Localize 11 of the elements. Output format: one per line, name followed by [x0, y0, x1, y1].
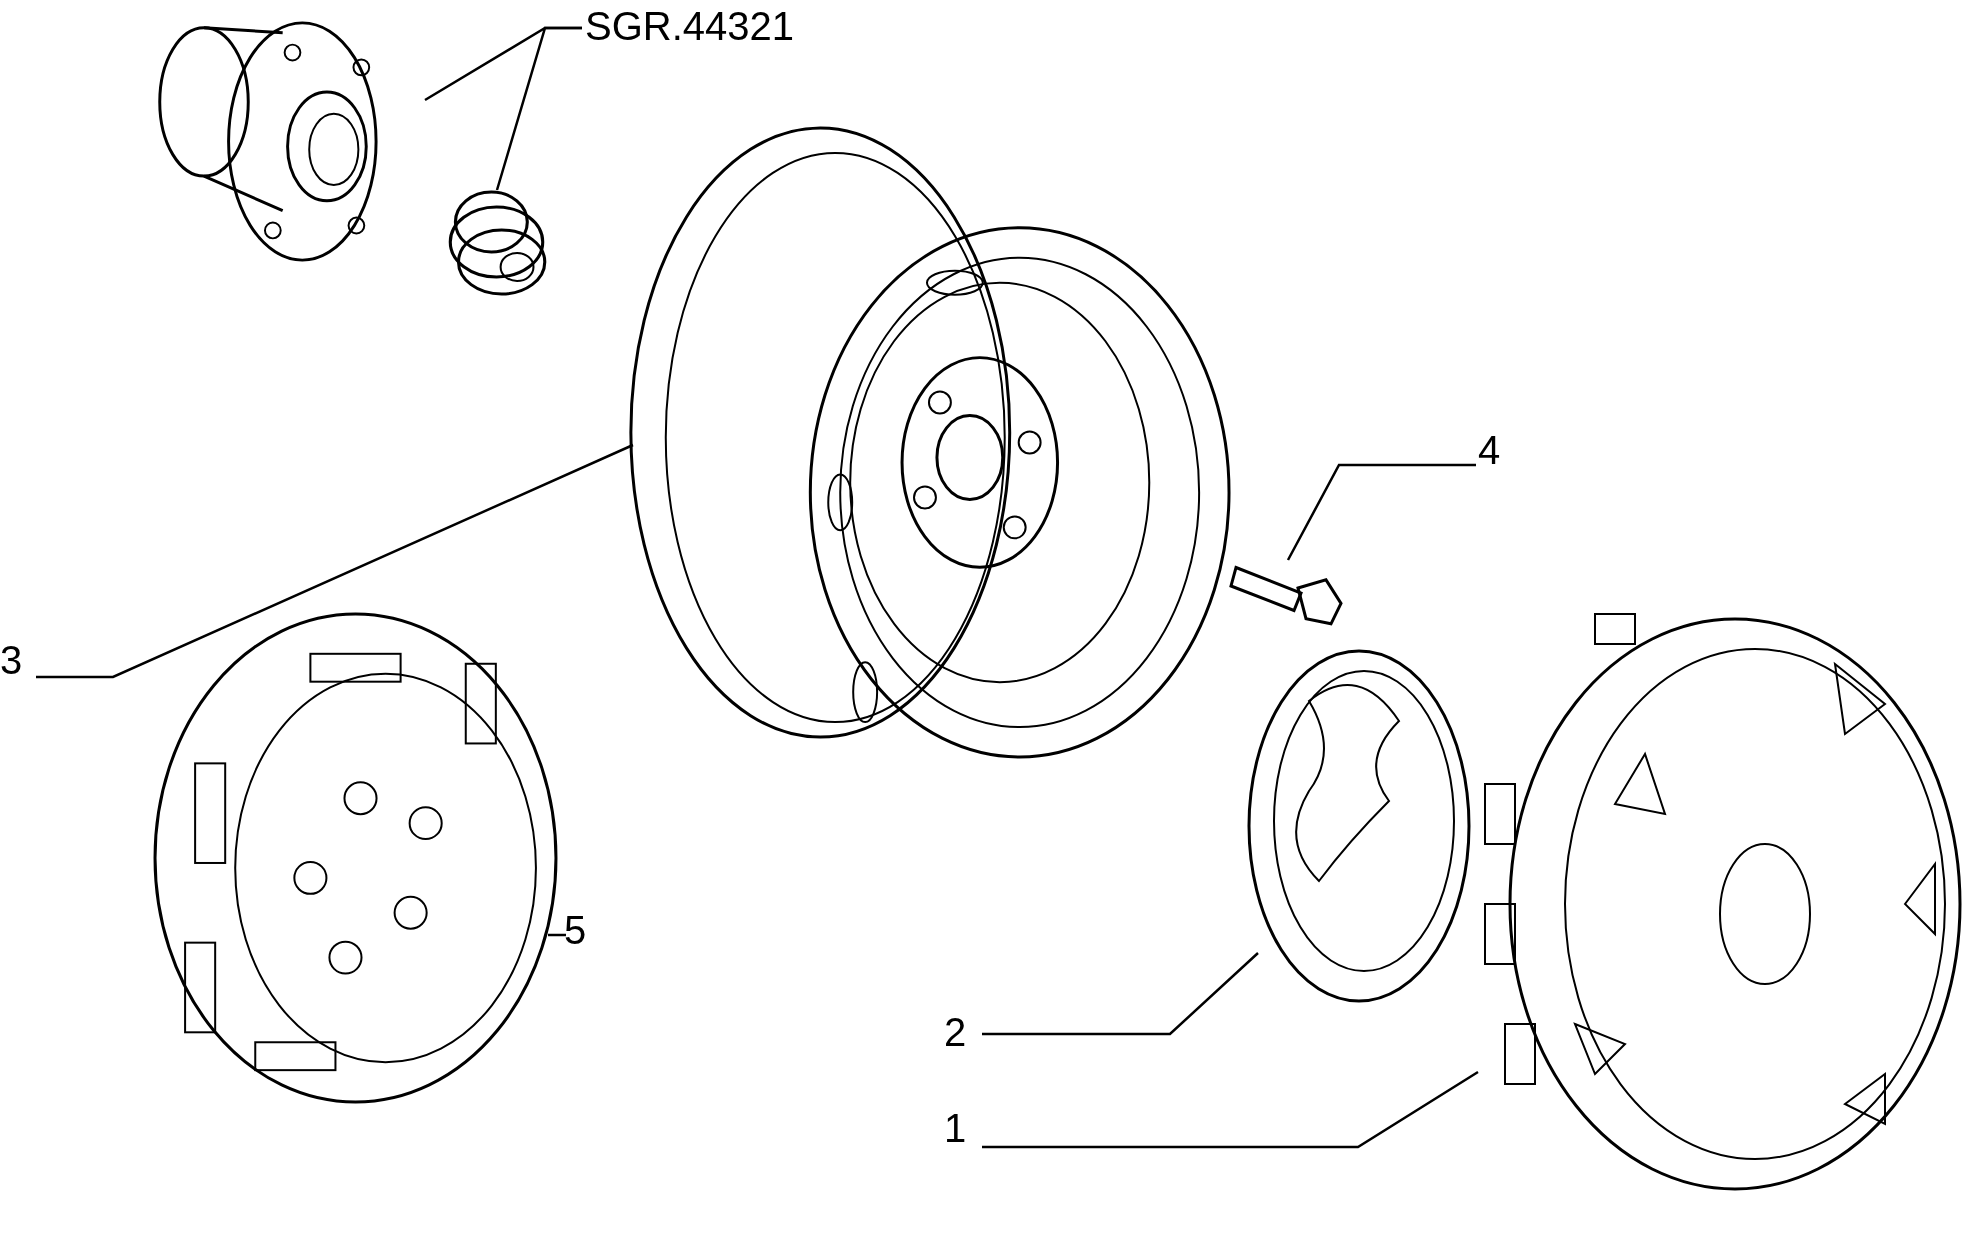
leader-line: [982, 1070, 1479, 1149]
callout-number: 4: [1478, 430, 1501, 470]
callout-number: 2: [944, 1012, 967, 1052]
callout-number: 5: [564, 910, 587, 950]
leader-line: [548, 933, 566, 937]
callout-number: 1: [944, 1108, 967, 1148]
leader-line: [982, 952, 1259, 1036]
callout-number: 3: [0, 640, 23, 680]
leader-line: [1286, 463, 1476, 561]
callout-code: SGR.44321: [585, 6, 795, 46]
leader-line: [495, 26, 582, 191]
